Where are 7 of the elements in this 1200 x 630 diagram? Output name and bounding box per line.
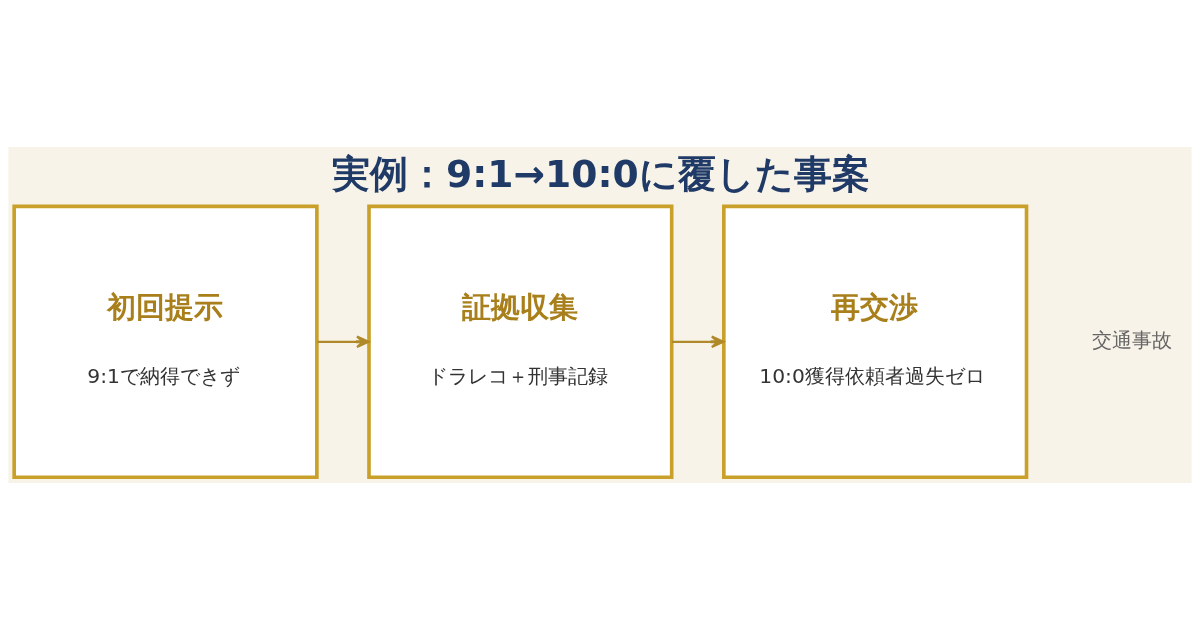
arrow bbox=[672, 335, 725, 349]
node-box: 証拠収集 ドラレコ＋刑事記録 bbox=[367, 204, 674, 479]
diagram-title: 実例：9:1→10:0に覆した事案 bbox=[332, 152, 870, 197]
arrow bbox=[317, 335, 370, 349]
node-box: 再交渉 10:0獲得依頼者過失ゼロ bbox=[722, 204, 1029, 479]
label: 交通事故 bbox=[1092, 328, 1173, 353]
node-box: 初回提示 9:1で納得できず bbox=[12, 204, 319, 479]
